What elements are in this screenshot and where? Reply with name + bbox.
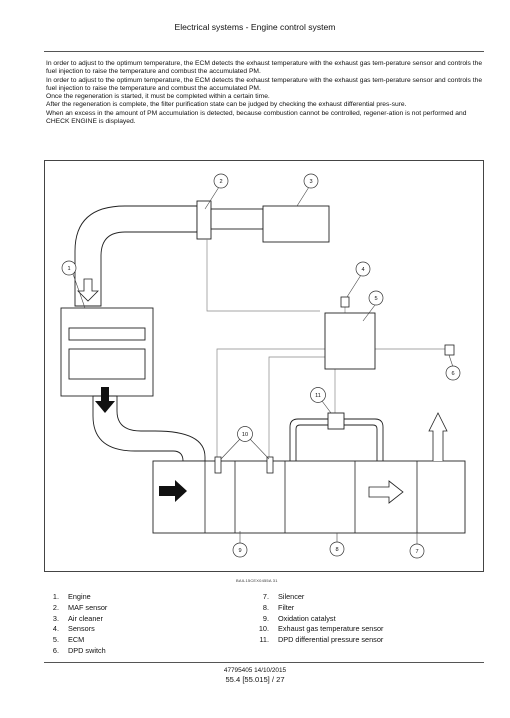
- exhaust-flow-arrow-right: [159, 480, 187, 502]
- callout-circle: [445, 365, 461, 381]
- header-rule: [44, 51, 484, 52]
- maf-wire: [206, 239, 320, 312]
- legend-item: 6.DPD switch: [52, 645, 106, 655]
- callout-circle: [368, 290, 384, 306]
- temp-wire-2: [268, 356, 325, 461]
- legend-item: 11.DPD differential pressure sensor: [259, 635, 384, 645]
- paragraph: When an excess in the amount of PM accum…: [46, 109, 467, 125]
- legend-item: 10.Exhaust gas temperature sensor: [258, 624, 384, 634]
- legend-item: 5.ECM: [52, 635, 85, 645]
- temp-sensor: [266, 456, 274, 474]
- callout-circle: [232, 542, 248, 558]
- paragraph: In order to adjust to the optimum temper…: [46, 60, 483, 76]
- engine-diagram-svg: [60, 186, 466, 545]
- callout-10: 10: [242, 432, 248, 438]
- callout-7: 7: [415, 549, 418, 555]
- air-flow-arrow: [77, 278, 99, 302]
- document-reference: 47795405 14/10/2015: [223, 667, 287, 674]
- legend-item: 2.MAF sensor: [52, 602, 108, 612]
- callout-9: 9: [238, 548, 241, 554]
- legend-item: 4.Sensors: [52, 624, 95, 634]
- legend-item: 7.Silencer: [262, 592, 305, 601]
- air-cleaner: [262, 205, 330, 243]
- footer-rule: [44, 662, 484, 663]
- callout-circle: [329, 541, 345, 557]
- ecm-box: [324, 312, 376, 370]
- legend-right: 7.Silencer 8.Filter 9.Oxidation catalyst…: [250, 592, 384, 646]
- leader-lines: [72, 186, 454, 545]
- callout-11: 11: [315, 393, 321, 399]
- page-header-title: Electrical systems - Engine control syst…: [174, 22, 336, 32]
- clean-flow-arrow: [368, 480, 404, 504]
- figure-reference: BAIL15CEX0455A 31: [236, 578, 278, 583]
- body-text: In order to adjust to the optimum temper…: [46, 60, 483, 126]
- page-footer: 47795405 14/10/2015 55.4 [55.015] / 27: [0, 667, 510, 684]
- legend-left: 1.Engine 2.MAF sensor 3.Air cleaner 4.Se…: [40, 592, 107, 657]
- paragraph: In order to adjust to the optimum temper…: [46, 76, 483, 92]
- callout-circle: [409, 543, 425, 559]
- callout-circle: [237, 426, 253, 442]
- callout-6: 6: [451, 371, 454, 377]
- pressure-tube-outer: [289, 418, 384, 461]
- temp-sensor: [214, 456, 222, 474]
- callout-2: 2: [219, 179, 222, 185]
- paragraph: After the regeneration is complete, the …: [46, 101, 407, 109]
- dpd-switch-box: [444, 344, 455, 356]
- legend-item: 1.Engine: [52, 592, 91, 601]
- engine-piston-lower: [68, 348, 146, 380]
- paragraph: Once the regeneration is started, it mus…: [46, 93, 270, 100]
- legend-item: 3.Air cleaner: [52, 613, 103, 623]
- callout-1: 1: [67, 266, 70, 272]
- callout-circle: [303, 173, 319, 189]
- outlet-arrow: [428, 412, 448, 461]
- exhaust-flow-arrow: [95, 387, 115, 413]
- callouts: 1 2 3 4 5 6 7 8 9 10 11: [61, 173, 461, 559]
- callout-5: 5: [374, 296, 377, 302]
- engine-piston-upper: [68, 327, 146, 341]
- callout-4: 4: [361, 267, 364, 273]
- pressure-sensor-box: [327, 412, 345, 430]
- sensors-box: [340, 296, 350, 308]
- engine-diagram: 1 2 3 4 5 6 7 8 9 10 11: [44, 160, 484, 572]
- callout-circle: [310, 387, 326, 403]
- callout-circle: [355, 261, 371, 277]
- exhaust-duct: [92, 395, 206, 462]
- callout-circle: [213, 173, 229, 189]
- callout-3: 3: [309, 179, 312, 185]
- callout-circle: [61, 260, 77, 276]
- callout-8: 8: [335, 547, 338, 553]
- page-number: 55.4 [55.015] / 27: [225, 674, 285, 684]
- legend-item: 9.Oxidation catalyst: [262, 613, 336, 623]
- temp-wire-1: [216, 348, 325, 461]
- pressure-tube-inner: [295, 424, 378, 461]
- legend-item: 8.Filter: [262, 602, 295, 612]
